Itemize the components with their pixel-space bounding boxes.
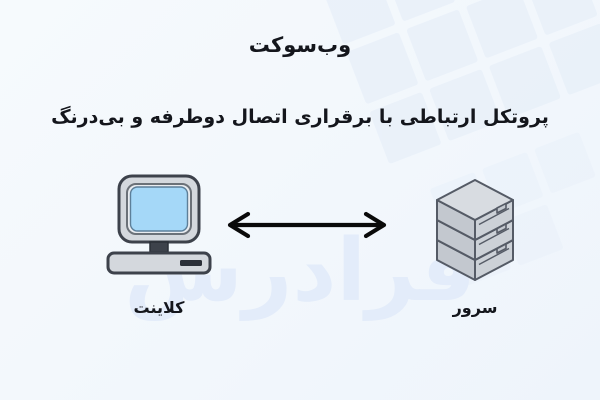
- server-label: سرور: [452, 298, 498, 317]
- client-illustration: [64, 168, 254, 288]
- page-title: وب‌سوکت: [248, 33, 352, 57]
- desktop-computer-icon: [106, 174, 212, 275]
- bidirectional-arrow-icon: [222, 208, 392, 242]
- diagram-node-server: سرور: [400, 168, 550, 317]
- server-stack-icon: [436, 179, 514, 281]
- diagram-node-client: کلاینت: [64, 168, 254, 317]
- page-subtitle: پروتکل ارتباطی با برقراری اتصال دوطرفه و…: [51, 106, 549, 128]
- server-illustration: [400, 168, 550, 288]
- client-label: کلاینت: [133, 298, 185, 317]
- client-server-diagram: کلاینت: [0, 168, 600, 338]
